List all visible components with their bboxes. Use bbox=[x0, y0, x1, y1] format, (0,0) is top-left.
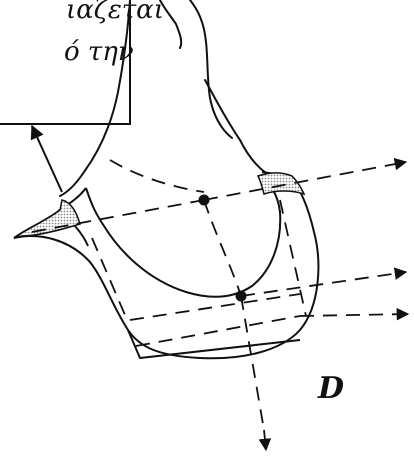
reference-point-upper bbox=[198, 194, 210, 206]
callout-line-1: ιαζεται bbox=[66, 0, 164, 25]
ray-lower bbox=[299, 307, 410, 321]
ray-middle bbox=[240, 267, 408, 297]
left-shoulder-hatch bbox=[13, 199, 81, 239]
axis-label-d: D bbox=[317, 371, 344, 406]
garment-outline bbox=[13, 171, 320, 360]
construction-lines bbox=[31, 159, 307, 431]
direction-rays bbox=[203, 157, 410, 452]
ray-upper bbox=[203, 157, 408, 201]
callout-box: ιαζεται ό την bbox=[0, 0, 164, 125]
leader-arrow bbox=[30, 124, 63, 193]
reference-point-lower bbox=[235, 290, 247, 302]
ray-down bbox=[258, 429, 272, 452]
right-shoulder-hatch bbox=[256, 172, 306, 196]
neck-outline bbox=[59, 0, 273, 197]
